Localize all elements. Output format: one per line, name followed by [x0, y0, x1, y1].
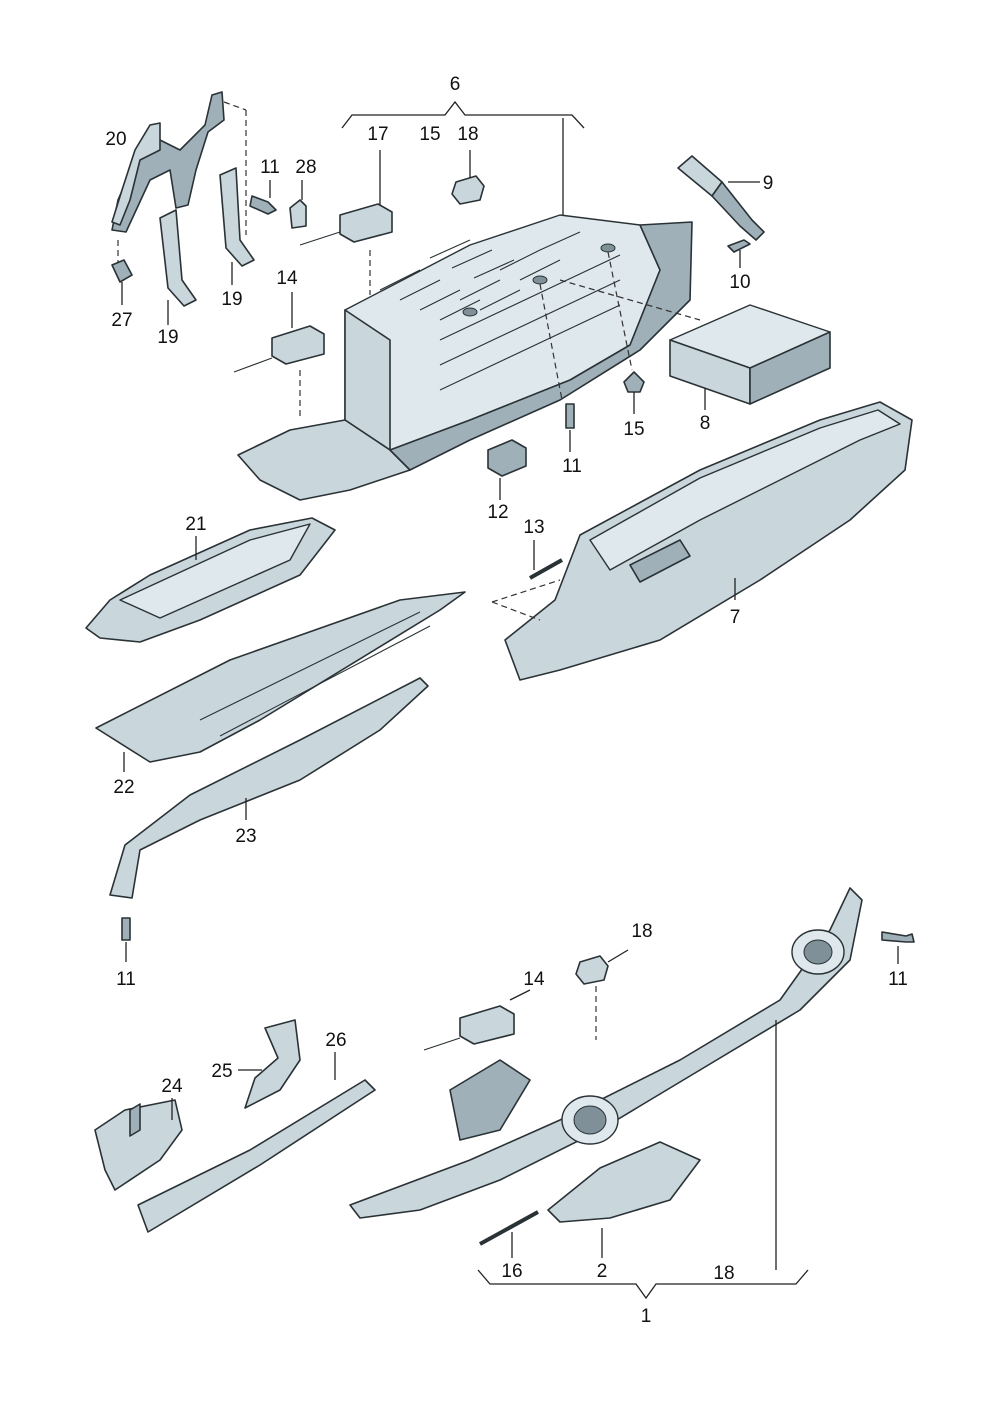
- bracket-group-6: [341, 100, 585, 218]
- callout-12: 12: [487, 502, 508, 523]
- callout-28: 28: [295, 157, 316, 178]
- bracket-part-25: [238, 1019, 301, 1109]
- callout-22: 22: [113, 777, 134, 798]
- bracket-part-19b: [219, 167, 255, 285]
- screw-part-10: [727, 239, 751, 268]
- callout-11a: 11: [260, 157, 280, 178]
- callout-19b: 19: [221, 289, 242, 310]
- callout-1: 1: [641, 1306, 652, 1327]
- clip-part-18a: [451, 150, 485, 205]
- trim-part-23: [109, 677, 429, 899]
- module-part-17: [299, 150, 393, 246]
- liner-part-21: [85, 517, 336, 643]
- callout-15a: 15: [419, 124, 440, 145]
- clip-part-28: [289, 180, 307, 229]
- callout-20: 20: [105, 129, 126, 150]
- callout-14a: 14: [276, 268, 298, 289]
- callout-10: 10: [729, 272, 750, 293]
- callout-27: 27: [111, 310, 132, 331]
- callout-26: 26: [325, 1030, 346, 1051]
- callout-2: 2: [597, 1261, 608, 1282]
- callout-18c: 18: [631, 921, 652, 942]
- callout-13: 13: [523, 517, 544, 538]
- callout-11d: 11: [888, 969, 908, 990]
- callout-labels: 6 17 15 18 20 11 28 9 14 10 19 27 19 8 1…: [105, 74, 907, 1327]
- callout-19a: 19: [157, 327, 178, 348]
- callout-11c: 11: [116, 969, 136, 990]
- callout-14b: 14: [523, 969, 545, 990]
- pin-part-13: [529, 540, 563, 580]
- tray-part-8: [669, 304, 831, 410]
- bracket-part-19a: [159, 209, 197, 325]
- bracket-part-20: [111, 91, 247, 235]
- callout-9: 9: [763, 173, 774, 194]
- nut-part-12: [487, 439, 527, 500]
- screw-part-11b: [565, 403, 575, 452]
- callout-7: 7: [730, 607, 741, 628]
- lock-part-9: [677, 155, 765, 241]
- clip-part-27: [111, 240, 133, 305]
- module-part-14b: [423, 989, 531, 1051]
- callout-6: 6: [450, 74, 461, 95]
- screw-part-11c: [121, 917, 131, 962]
- callout-16: 16: [501, 1261, 522, 1282]
- screw-part-11a: [249, 180, 277, 215]
- callout-17: 17: [367, 124, 388, 145]
- cover-part-22: [95, 591, 466, 772]
- bracket-part-24: [94, 1098, 183, 1191]
- screw-part-11d: [881, 931, 915, 964]
- callout-15b: 15: [623, 419, 644, 440]
- strip-part-26: [137, 1052, 376, 1233]
- callout-18a: 18: [457, 124, 478, 145]
- callout-25: 25: [211, 1061, 232, 1082]
- glovebox-housing-6: [237, 214, 701, 501]
- callout-24: 24: [161, 1076, 183, 1097]
- glovebox-lid-7: [491, 401, 913, 681]
- lower-panel-assembly-1: [349, 887, 863, 1300]
- module-part-14a: [233, 292, 325, 373]
- clip-part-18c: [575, 949, 629, 1040]
- callout-23: 23: [235, 826, 256, 847]
- cap-part-15b: [623, 371, 645, 414]
- callout-11b: 11: [562, 456, 582, 477]
- callout-18b: 18: [713, 1263, 734, 1284]
- callout-21: 21: [185, 514, 206, 535]
- callout-8: 8: [700, 413, 711, 434]
